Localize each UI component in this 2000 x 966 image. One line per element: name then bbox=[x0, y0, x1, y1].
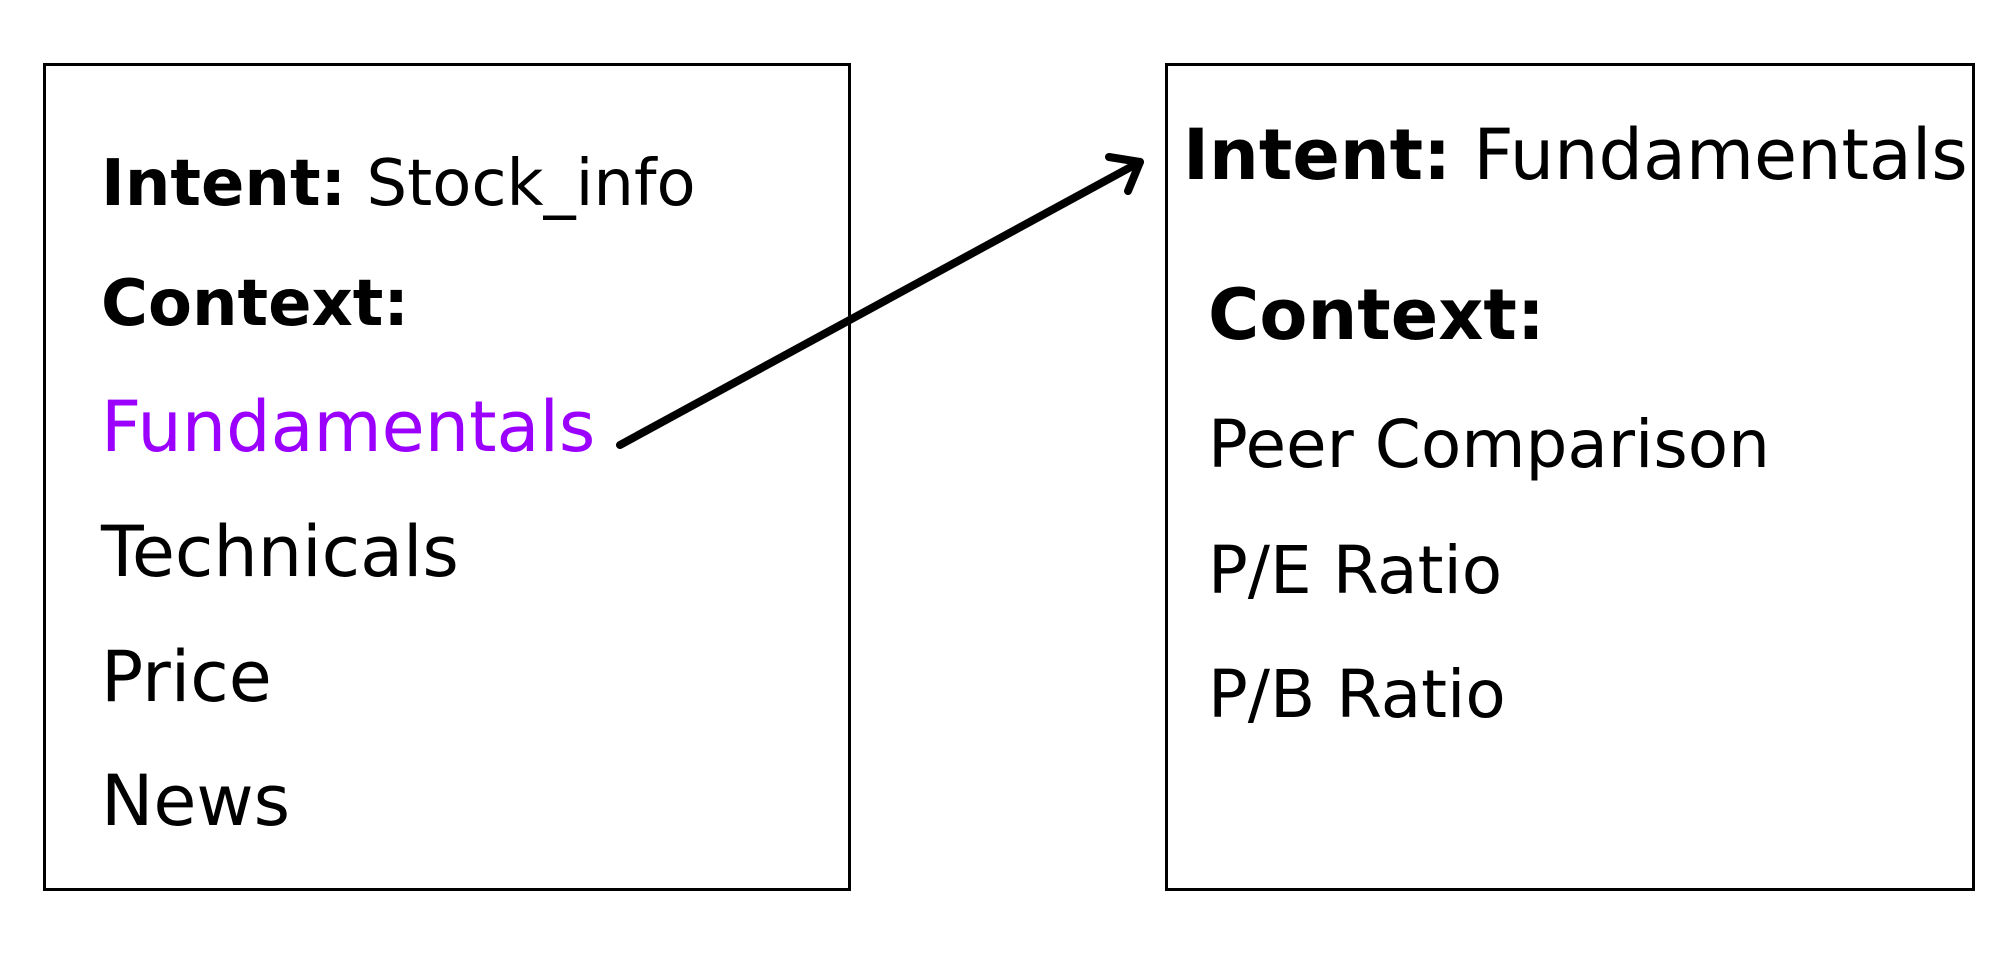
left-intent-line: Intent: Stock_info bbox=[101, 152, 696, 216]
left-context-item-fundamentals: Fundamentals bbox=[101, 386, 596, 468]
arrowhead-icon bbox=[1105, 153, 1144, 195]
right-intent-line: Intent: Fundamentals bbox=[1183, 120, 1968, 190]
right-intent-value: Fundamentals bbox=[1473, 114, 1968, 196]
right-context-item-pb-ratio: P/B Ratio bbox=[1208, 656, 1506, 733]
left-context-item-news: News bbox=[101, 760, 291, 842]
right-context-label: Context: bbox=[1208, 274, 1545, 356]
left-context-item-price: Price bbox=[101, 636, 272, 718]
right-intent-label: Intent: bbox=[1183, 114, 1452, 196]
left-context-label: Context: bbox=[101, 267, 409, 341]
right-context-item-peer-comparison: Peer Comparison bbox=[1208, 406, 1770, 483]
right-intent-box: Intent: Fundamentals Context: Peer Compa… bbox=[1165, 63, 1975, 891]
left-context-item-technicals: Technicals bbox=[101, 511, 459, 593]
left-intent-label: Intent: bbox=[101, 147, 347, 221]
right-context-item-pe-ratio: P/E Ratio bbox=[1208, 532, 1503, 609]
left-intent-value: Stock_info bbox=[366, 147, 696, 221]
left-intent-box: Intent: Stock_info Context: Fundamentals… bbox=[43, 63, 851, 891]
